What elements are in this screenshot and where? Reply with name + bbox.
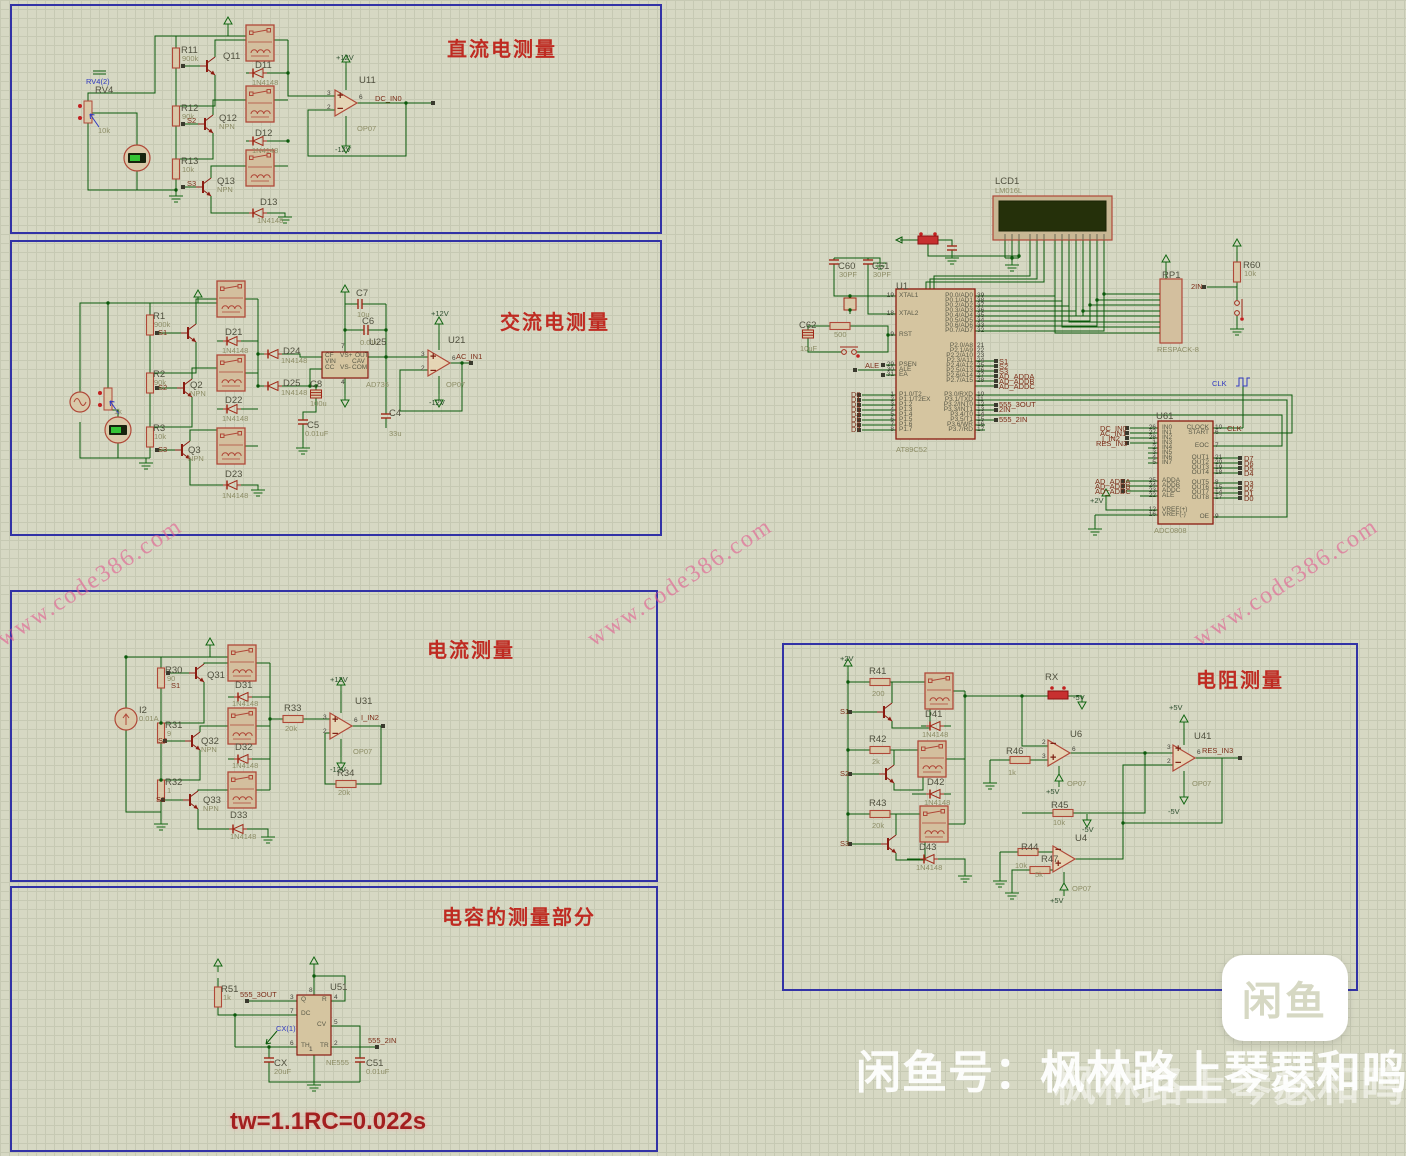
- component-layer: [69, 16, 1251, 1092]
- xianyu-seller-watermark: 闲鱼号：枫林路上琴瑟和鸣: [856, 1047, 1406, 1098]
- xianyu-seller-watermark-echo: 枫林路上琴瑟和鸣: [1053, 1063, 1405, 1111]
- xianyu-logo-text: 闲鱼: [1242, 980, 1328, 1024]
- title-ac-measurement: 交流电测量: [500, 312, 610, 334]
- title-capacitance-measurement: 电容的测量部分: [442, 907, 596, 929]
- wires-ac: [79, 298, 471, 487]
- section-box-current: [10, 590, 658, 882]
- section-box-dc: [10, 4, 662, 234]
- section-box-resistance: [782, 643, 1358, 991]
- xianyu-logo: 闲鱼: [1222, 955, 1348, 1041]
- section-box-capacitance: [10, 886, 658, 1152]
- title-current-measurement: 电流测量: [427, 640, 515, 662]
- capacitance-formula: tw=1.1RC=0.022s: [230, 1108, 427, 1135]
- title-resistance-measurement: 电阻测量: [1196, 670, 1284, 692]
- wires-mcu: [807, 239, 1293, 526]
- section-box-ac: [10, 240, 662, 536]
- title-dc-measurement: 直流电测量: [447, 39, 557, 61]
- wires-cap: [217, 970, 375, 1083]
